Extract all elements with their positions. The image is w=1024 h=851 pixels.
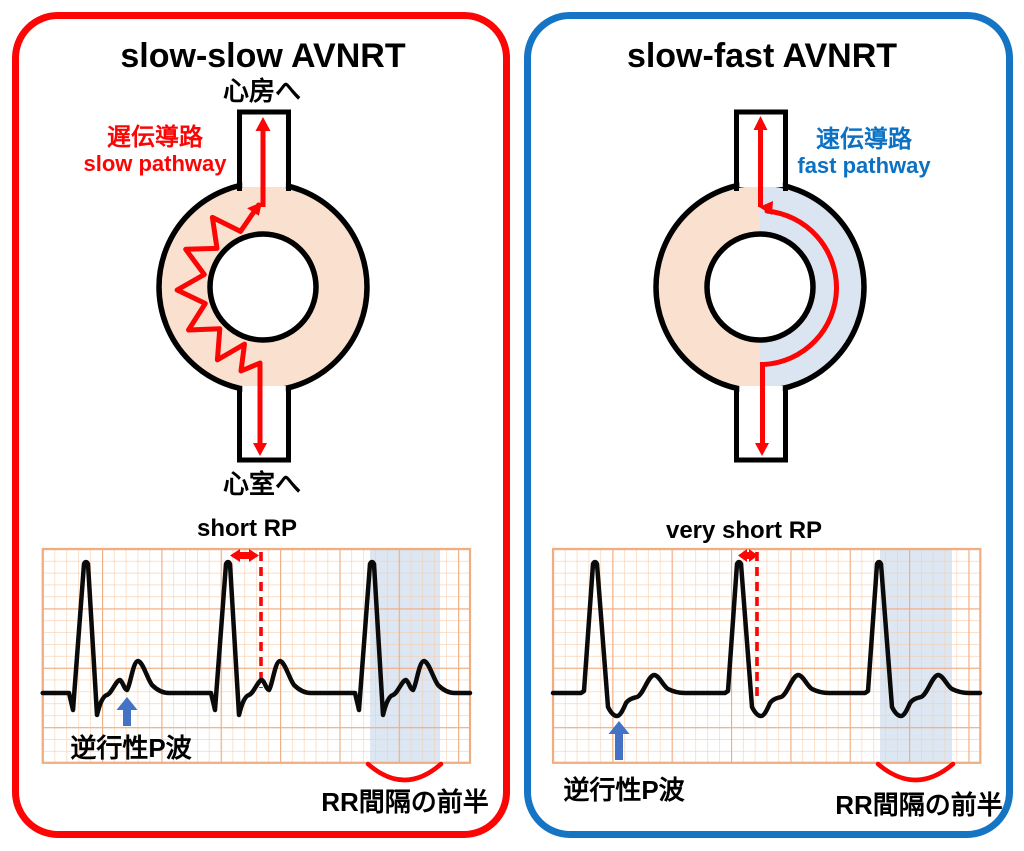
ventricular-tube bbox=[237, 388, 291, 463]
retrograde-p-label: 逆行性P波 bbox=[70, 733, 192, 763]
to-atrium-arrow bbox=[753, 116, 768, 207]
to-ventricle-arrow bbox=[253, 363, 267, 456]
slow-pathway-wavy-arrow bbox=[174, 202, 263, 374]
ecg-trace bbox=[40, 559, 473, 718]
retro-p-pointer-arrow bbox=[116, 697, 138, 726]
slow-slow-diagram-svg bbox=[40, 109, 473, 783]
rp-interval-label: short RP bbox=[196, 515, 298, 542]
rr-half-bracket-arc bbox=[875, 761, 956, 783]
fast-pathway-arc-arrow bbox=[759, 201, 839, 367]
rp-interval-label: very short RP bbox=[665, 517, 823, 544]
ecg-strip bbox=[40, 547, 473, 783]
rp-interval-arrow bbox=[738, 549, 758, 562]
to-ventricle-arrow bbox=[755, 362, 769, 456]
ecg-trace bbox=[550, 559, 983, 719]
av-node-diagram bbox=[156, 109, 370, 463]
ecg-grid bbox=[41, 547, 472, 764]
panel-title: slow-fast AVNRT bbox=[626, 37, 898, 75]
to-atrium-label: 心房へ bbox=[222, 76, 302, 106]
panel-slow-fast: slow-fast AVNRT 速伝導路 fast pathway very s… bbox=[524, 12, 1013, 838]
to-ventricle-label: 心室へ bbox=[222, 469, 302, 499]
rr-half-bracket-arc bbox=[365, 761, 444, 783]
slow-fast-diagram-svg bbox=[550, 109, 983, 783]
atrial-tube bbox=[734, 109, 788, 191]
av-node-ring-hole bbox=[207, 231, 319, 343]
slow-pathway-label-jp: 遅伝導路 bbox=[106, 124, 203, 151]
fast-pathway-label: 速伝導路 fast pathway bbox=[797, 126, 931, 179]
ventricular-tube bbox=[734, 388, 788, 463]
panel-slow-slow: slow-slow AVNRT 心房へ 遅伝導路 slow pathway 心室… bbox=[12, 12, 510, 838]
rr-half-label: RR間隔の前半 bbox=[321, 787, 489, 817]
atrial-tube bbox=[237, 109, 291, 191]
fast-pathway-label-jp: 速伝導路 bbox=[815, 126, 912, 153]
av-node-ring-hole bbox=[704, 231, 816, 343]
retrograde-p-label: 逆行性P波 bbox=[563, 775, 685, 805]
rp-interval-arrow bbox=[230, 549, 259, 562]
rr-half-label: RR間隔の前半 bbox=[835, 790, 1003, 820]
to-atrium-arrow bbox=[255, 117, 271, 207]
retro-p-pointer-arrow bbox=[608, 721, 630, 760]
slow-pathway-label: 遅伝導路 slow pathway bbox=[83, 124, 227, 177]
ecg-grid bbox=[551, 547, 982, 764]
panel-title: slow-slow AVNRT bbox=[120, 37, 406, 75]
slow-pathway-label-en: slow pathway bbox=[83, 150, 227, 176]
ecg-strip bbox=[550, 547, 983, 783]
fast-pathway-label-en: fast pathway bbox=[797, 152, 931, 178]
